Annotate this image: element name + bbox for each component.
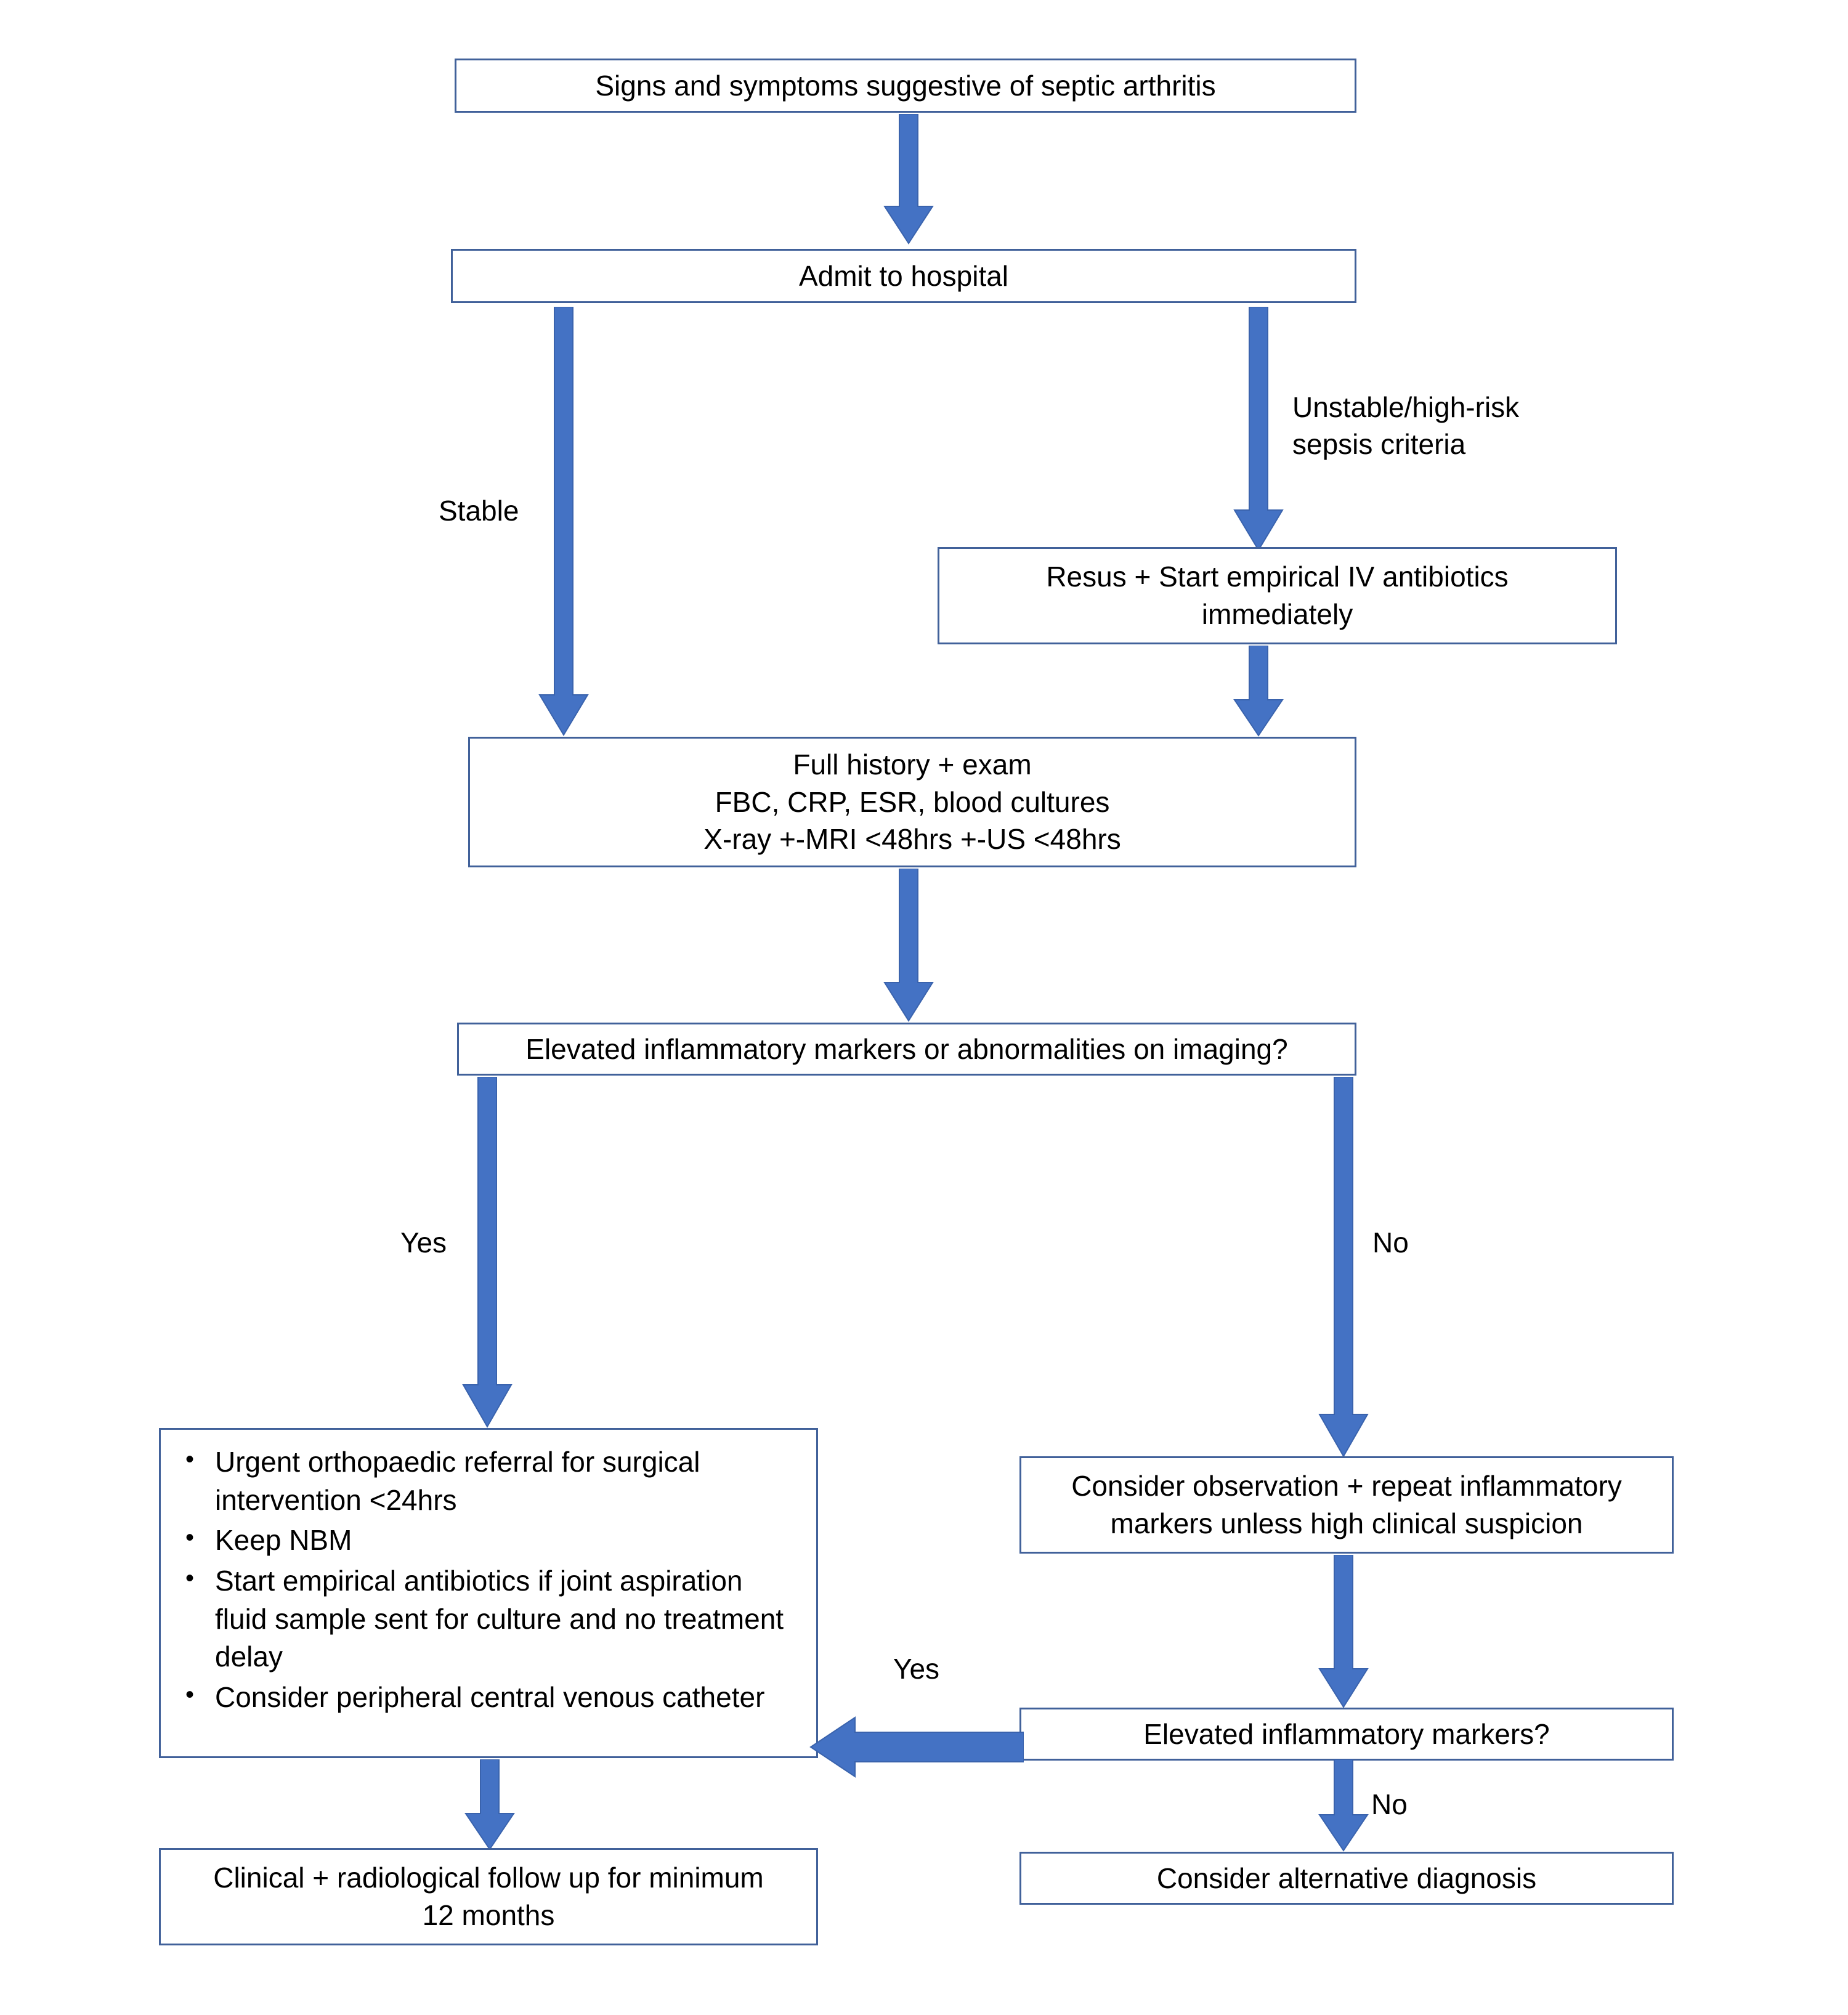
node-initial-workup[interactable]: Full history + exam FBC, CRP, ESR, blood… [468, 737, 1356, 867]
node-decision2-label: Elevated inflammatory markers? [1143, 1717, 1550, 1750]
node-admit-to-hospital[interactable]: Admit to hospital [451, 249, 1356, 303]
bullet-text: Urgent orthopaedic referral for surgical… [215, 1446, 700, 1516]
arrow-workup-to-decision1 [881, 869, 936, 1023]
arrow-observe-to-decision2 [1316, 1555, 1371, 1709]
edge-label-decision1-no: No [1372, 1226, 1409, 1259]
edge-label-decision2-no: No [1371, 1788, 1408, 1820]
arrow-management-to-followup [462, 1759, 517, 1852]
list-item: • Start empirical antibiotics if joint a… [177, 1562, 800, 1676]
node-resus-line2: immediately [1201, 598, 1353, 630]
bullet-icon: • [185, 1681, 195, 1708]
node-resus-line1: Resus + Start empirical IV antibiotics [1046, 561, 1509, 593]
node-consider-observation[interactable]: Consider observation + repeat inflammato… [1019, 1456, 1674, 1554]
node-observe-line2: markers unless high clinical suspicion [1110, 1507, 1583, 1539]
node-followup-line1: Clinical + radiological follow up for mi… [213, 1862, 764, 1894]
node-clinical-radiological-followup[interactable]: Clinical + radiological follow up for mi… [159, 1848, 818, 1945]
edge-label-unstable-high-risk: Unstable/high-risk sepsis criteria [1292, 389, 1519, 463]
arrow-decision2-yes-to-management [807, 1700, 1024, 1780]
node-resus-empirical-antibiotics[interactable]: Resus + Start empirical IV antibiotics i… [938, 547, 1617, 644]
list-item: • Keep NBM [177, 1522, 800, 1560]
node-decision-elevated-markers-or-imaging[interactable]: Elevated inflammatory markers or abnorma… [457, 1023, 1356, 1076]
edge-label-unstable-line1: Unstable/high-risk [1292, 391, 1520, 423]
list-item: • Consider peripheral central venous cat… [177, 1679, 800, 1717]
node-decision-elevated-markers[interactable]: Elevated inflammatory markers? [1019, 1708, 1674, 1761]
node-workup-line2: FBC, CRP, ESR, blood cultures [715, 785, 1110, 818]
node-signs-label: Signs and symptoms suggestive of septic … [595, 69, 1216, 102]
edge-label-decision2-yes: Yes [893, 1653, 940, 1685]
arrow-admit-unstable-to-resus [1231, 307, 1286, 553]
node-consider-alternative-diagnosis[interactable]: Consider alternative diagnosis [1019, 1852, 1674, 1905]
node-followup-line2: 12 months [422, 1899, 555, 1931]
edge-label-stable: Stable [439, 495, 519, 527]
list-item: • Urgent orthopaedic referral for surgic… [177, 1443, 800, 1519]
node-workup-line1: Full history + exam [793, 748, 1032, 780]
arrow-decision2-no [1316, 1759, 1371, 1853]
node-observe-line1: Consider observation + repeat inflammato… [1071, 1470, 1622, 1502]
node-workup-line3: X-ray +-MRI <48hrs +-US <48hrs [703, 823, 1121, 856]
node-admit-label: Admit to hospital [798, 259, 1009, 292]
bullet-icon: • [185, 1446, 195, 1473]
arrow-signs-to-admit [881, 114, 936, 246]
node-signs-and-symptoms[interactable]: Signs and symptoms suggestive of septic … [455, 59, 1356, 113]
bullet-icon: • [185, 1564, 195, 1592]
edge-label-unstable-line2: sepsis criteria [1292, 428, 1466, 460]
bullet-icon: • [185, 1524, 195, 1552]
arrow-decision1-yes [460, 1077, 515, 1429]
node-decision1-label: Elevated inflammatory markers or abnorma… [525, 1032, 1288, 1065]
edge-label-decision1-yes: Yes [400, 1226, 447, 1259]
arrow-admit-stable-to-workup [536, 307, 591, 738]
arrow-resus-to-workup [1231, 646, 1286, 738]
bullet-text: Keep NBM [215, 1524, 352, 1557]
node-alternative-label: Consider alternative diagnosis [1156, 1862, 1537, 1894]
bullet-text: Consider peripheral central venous cathe… [215, 1681, 765, 1713]
node-management-actions[interactable]: • Urgent orthopaedic referral for surgic… [159, 1428, 818, 1758]
arrow-decision1-no [1316, 1077, 1371, 1459]
bullet-text: Start empirical antibiotics if joint asp… [215, 1564, 784, 1673]
